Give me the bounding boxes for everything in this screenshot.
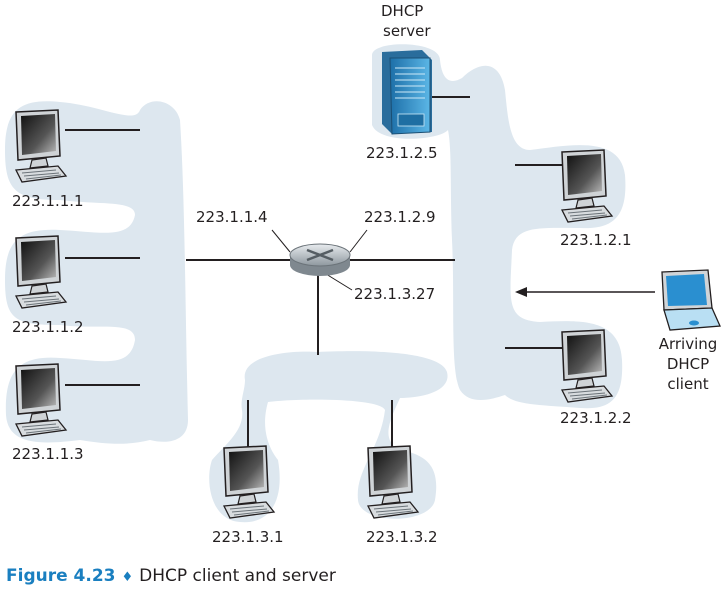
arrival-arrow [515, 287, 655, 297]
subnet-2-blob [372, 44, 626, 409]
host-ip: 223.1.3.1 [212, 528, 284, 546]
figure-caption: Figure 4.23 ♦ DHCP client and server [6, 566, 336, 586]
host-ip: 223.1.1.2 [12, 318, 84, 336]
caption-text: DHCP client and server [139, 566, 336, 586]
router-left-ip: 223.1.1.4 [196, 208, 268, 226]
host-ip: 223.1.2.1 [560, 231, 632, 249]
server-title: server [383, 22, 431, 40]
router-right-ip: 223.1.2.9 [364, 208, 436, 226]
host-computer-icon [15, 109, 67, 183]
host-ip: 223.1.3.2 [366, 528, 438, 546]
host-computer-icon [15, 235, 67, 309]
leader-lines [271, 229, 368, 291]
dhcp-server-icon [382, 50, 432, 135]
host-computer-icon [561, 149, 613, 223]
server-title: DHCP [381, 2, 423, 20]
client-label: Arriving [659, 335, 718, 353]
router-bottom-ip: 223.1.3.27 [354, 285, 435, 303]
router-icon [289, 243, 351, 276]
laptop-icon [661, 269, 721, 331]
links [65, 96, 562, 450]
host-computer-icon [223, 445, 275, 519]
subnet-1-blob [5, 101, 188, 444]
host-ip: 223.1.2.2 [560, 409, 632, 427]
network-diagram: DHCP server 223.1.2.5 223.1.1.4 223.1.2.… [5, 2, 721, 546]
server-ip: 223.1.2.5 [366, 144, 438, 162]
host-computer-icon [367, 445, 419, 519]
host-computer-icon [561, 329, 613, 403]
client-label: DHCP [667, 355, 709, 373]
host-computer-icon [15, 363, 67, 437]
diamond-separator-icon: ♦ [121, 570, 134, 585]
host-ip: 223.1.1.1 [12, 192, 84, 210]
host-ip: 223.1.1.3 [12, 445, 84, 463]
figure-number: Figure 4.23 [6, 566, 116, 586]
client-label: client [667, 375, 708, 393]
